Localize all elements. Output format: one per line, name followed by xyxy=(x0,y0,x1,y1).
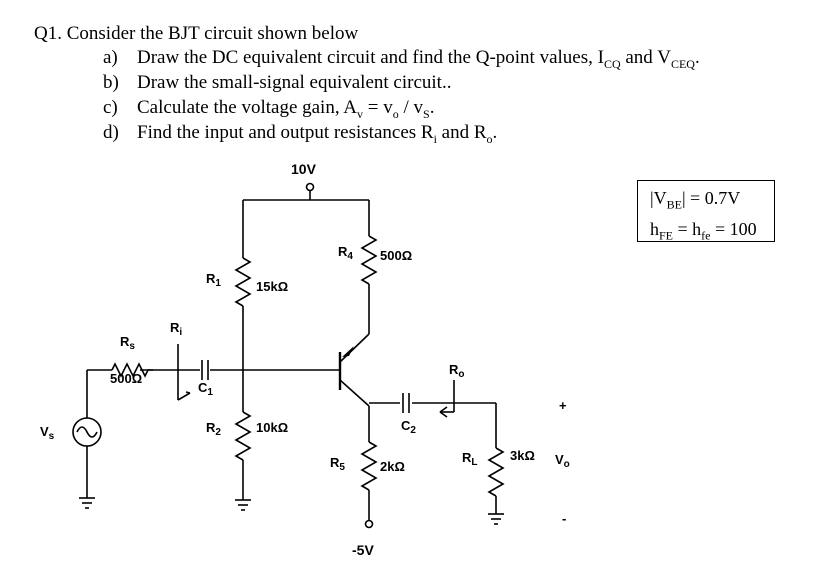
c1-label: C1 xyxy=(198,380,213,398)
r1-label: R1 xyxy=(206,271,221,289)
vcc-label: 10V xyxy=(291,161,317,177)
vo-label: Vo xyxy=(555,452,570,470)
ground-source xyxy=(79,497,95,509)
question-item-c: c)Calculate the voltage gain, Av = vo / … xyxy=(103,97,435,121)
vbe-value: |VBE| = 0.7V xyxy=(650,188,741,212)
r1-resistor xyxy=(234,257,252,307)
ground-r2 xyxy=(235,499,251,511)
r2-value: 10kΩ xyxy=(256,420,288,435)
vo-minus: - xyxy=(562,511,566,526)
question-title: Q1. Consider the BJT circuit shown below xyxy=(34,23,359,44)
c2-capacitor xyxy=(402,393,410,413)
r4-label: R4 xyxy=(338,244,353,262)
rl-label: RL xyxy=(462,450,478,468)
r5-resistor xyxy=(360,441,378,491)
sine-symbol xyxy=(76,426,98,438)
vee-terminal xyxy=(364,519,374,529)
item-label: d) xyxy=(103,122,119,143)
circuit-wires xyxy=(72,182,505,529)
question-item-a: a)Draw the DC equivalent circuit and fin… xyxy=(103,47,700,71)
ri-label: Ri xyxy=(170,320,182,338)
question-item-d: d)Find the input and output resistances … xyxy=(103,122,498,146)
ground-rl xyxy=(488,513,504,525)
vee-label: -5V xyxy=(352,542,374,558)
ro-arrow xyxy=(439,380,455,418)
emitter-arrow xyxy=(342,346,354,357)
hfe-value: hFE = hfe = 100 xyxy=(650,218,757,243)
ri-arrow xyxy=(177,344,191,401)
vcc-terminal xyxy=(305,182,315,192)
r2-resistor xyxy=(234,411,252,461)
ro-label: Ro xyxy=(449,362,465,380)
rs-resistor xyxy=(111,362,153,378)
r2-label: R2 xyxy=(206,420,221,438)
r4-resistor xyxy=(360,235,378,285)
c2-label: C2 xyxy=(401,418,416,436)
vs-label: Vs xyxy=(40,424,55,442)
vo-plus: + xyxy=(559,398,567,413)
item-label: b) xyxy=(103,72,119,93)
given-values-box: |VBE| = 0.7V hFE = hfe = 100 xyxy=(637,180,775,242)
rs-label: Rs xyxy=(120,334,135,352)
rl-resistor xyxy=(487,447,505,497)
item-label: c) xyxy=(103,97,118,118)
c1-capacitor xyxy=(200,360,210,380)
rs-value: 500Ω xyxy=(110,371,142,386)
rl-value: 3kΩ xyxy=(510,448,535,463)
r5-value: 2kΩ xyxy=(380,459,405,474)
pnp-transistor xyxy=(338,333,370,407)
r1-value: 15kΩ xyxy=(256,279,288,294)
item-label: a) xyxy=(103,47,118,68)
question-item-b: b)Draw the small-signal equivalent circu… xyxy=(103,72,452,93)
r5-label: R5 xyxy=(330,455,345,473)
r4-value: 500Ω xyxy=(380,248,412,263)
